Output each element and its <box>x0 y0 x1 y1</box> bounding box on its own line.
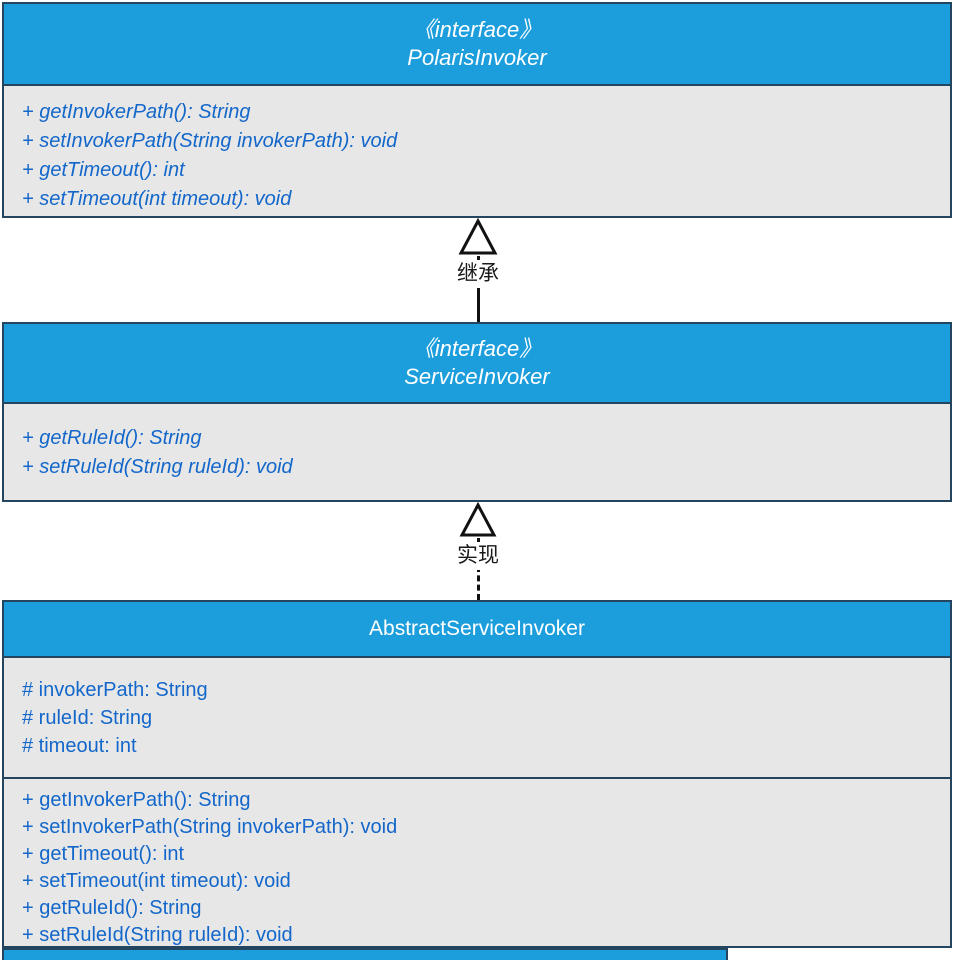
method-item: + getRuleId(): String <box>22 897 202 919</box>
cut-off-box-header-strip <box>2 948 728 960</box>
inheritance-label: 继承 <box>454 260 502 288</box>
realization-connector: 实现 <box>454 502 502 600</box>
polaris-methods-compartment: + getInvokerPath(): String + setInvokerP… <box>4 86 950 214</box>
polaris-interface-name: PolarisInvoker <box>407 45 547 70</box>
class-box-abstract-service-invoker: AbstractServiceInvoker # invokerPath: St… <box>2 600 952 948</box>
method-item: + getTimeout(): int <box>22 843 185 865</box>
abstract-methods-compartment: + getInvokerPath(): String + setInvokerP… <box>4 779 950 949</box>
field-item: # invokerPath: String <box>22 679 208 701</box>
realization-label: 实现 <box>454 542 502 570</box>
method-item: + setTimeout(int timeout): void <box>22 188 292 210</box>
abstract-class-name: AbstractServiceInvoker <box>369 617 585 640</box>
abstract-service-invoker-header: AbstractServiceInvoker <box>4 602 950 658</box>
polaris-stereotype-label: 《interface》 <box>412 17 542 42</box>
method-item: + getTimeout(): int <box>22 159 185 181</box>
service-invoker-header: 《interface》 ServiceInvoker <box>4 324 950 404</box>
service-interface-name: ServiceInvoker <box>404 364 550 389</box>
method-item: + getRuleId(): String <box>22 427 202 449</box>
interface-box-service-invoker: 《interface》 ServiceInvoker + getRuleId()… <box>2 322 952 502</box>
interface-box-polaris-invoker: 《interface》 PolarisInvoker + getInvokerP… <box>2 2 952 218</box>
method-item: + setRuleId(String ruleId): void <box>22 924 293 946</box>
field-item: # timeout: int <box>22 735 137 757</box>
method-item: + getInvokerPath(): String <box>22 101 251 123</box>
method-item: + getInvokerPath(): String <box>22 789 251 811</box>
hollow-triangle-arrowhead-icon <box>459 502 497 537</box>
method-item: + setTimeout(int timeout): void <box>22 870 291 892</box>
service-stereotype-label: 《interface》 <box>412 336 542 361</box>
field-item: # ruleId: String <box>22 707 153 729</box>
inheritance-connector: 继承 <box>454 218 502 322</box>
abstract-fields-compartment: # invokerPath: String # ruleId: String #… <box>4 658 950 779</box>
service-methods-compartment: + getRuleId(): String + setRuleId(String… <box>4 404 950 482</box>
method-item: + setInvokerPath(String invokerPath): vo… <box>22 816 398 838</box>
hollow-triangle-arrowhead-icon <box>458 218 498 255</box>
polaris-invoker-header: 《interface》 PolarisInvoker <box>4 4 950 86</box>
method-item: + setInvokerPath(String invokerPath): vo… <box>22 130 398 152</box>
inheritance-line <box>476 256 480 322</box>
method-item: + setRuleId(String ruleId): void <box>22 456 293 478</box>
